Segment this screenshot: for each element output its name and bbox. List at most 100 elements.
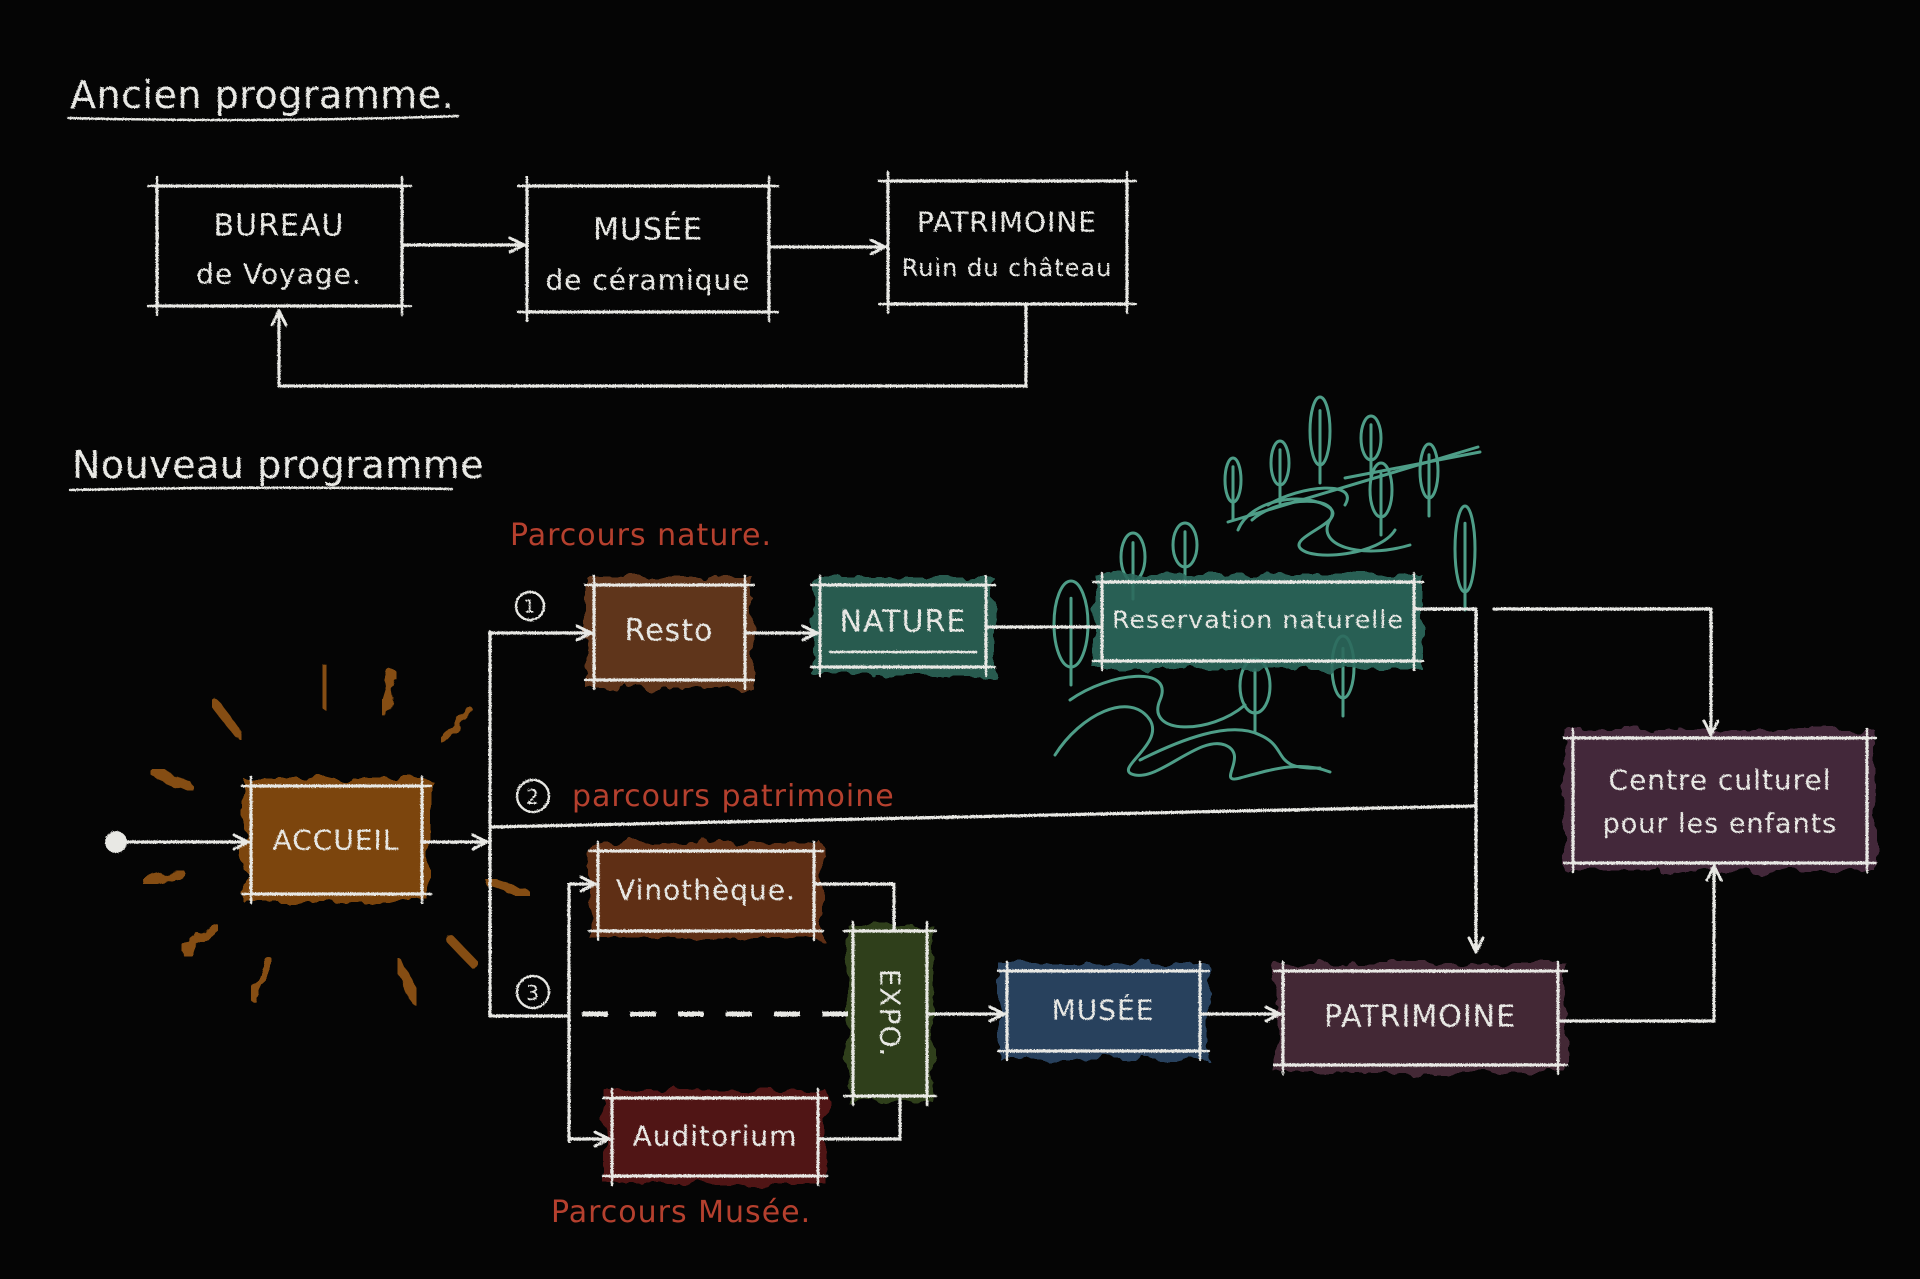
box-corner-overshoot (601, 1087, 829, 1187)
reservation-label: Reservation naturelle (1112, 606, 1404, 634)
tree (1368, 461, 1394, 537)
box-corner-overshoot (1272, 960, 1569, 1076)
accueil-ray (210, 699, 243, 739)
old-program-title: Ancien programme. (70, 73, 454, 117)
box-outline (592, 583, 747, 682)
old-musee-line1: MUSÉE (593, 212, 703, 248)
box-corner-overshoot (877, 170, 1138, 315)
box-corner-overshoot (842, 920, 938, 1107)
box-outline (249, 784, 424, 896)
box-outline (818, 583, 988, 669)
musee-box: MUSÉE (996, 960, 1211, 1062)
new-program-title-group: Nouveau programme (68, 443, 484, 492)
route-number-circle (515, 778, 551, 814)
musee-label: MUSÉE (1052, 993, 1155, 1027)
old-bureau-line2: de Voyage. (196, 258, 362, 291)
tree (1359, 414, 1383, 480)
nature-label: NATURE (840, 605, 967, 640)
terrain-contour-line (1138, 728, 1322, 770)
accueil-ray (248, 957, 274, 1002)
musee-fill (999, 963, 1208, 1059)
auditorium-fill (604, 1090, 826, 1184)
new-program-title: Nouveau programme (72, 443, 484, 487)
tree (1052, 579, 1090, 687)
expo-label: EXPO. (874, 969, 907, 1058)
tree (1418, 442, 1440, 518)
accueil-ray (140, 868, 187, 887)
start-point (105, 831, 127, 853)
old-bureau-de-voyage-box: BUREAU de Voyage. (146, 175, 413, 317)
accueil-ray (439, 706, 474, 745)
centre-label-line1: Centre culturel (1608, 764, 1831, 797)
box-outline (610, 1096, 820, 1178)
centre-fill (1565, 730, 1875, 871)
old-bureau-line1: BUREAU (214, 209, 345, 244)
tree (1269, 439, 1291, 505)
old-patrimoine-line2: Ruin du château (902, 254, 1113, 282)
box-fills (243, 574, 1875, 1184)
accueil-ray (180, 922, 219, 956)
tree (1308, 395, 1332, 485)
box-corner-overshoot (516, 175, 780, 323)
terrain-contour-line (1266, 486, 1349, 507)
accueil-ray (379, 670, 400, 716)
accueil-ray (484, 877, 530, 898)
vinotheque-fill (590, 843, 822, 939)
terrain-contour-line (1343, 450, 1482, 480)
old-patrimoine-box: PATRIMOINE Ruin du château (877, 170, 1138, 315)
patrimoine-box: PATRIMOINE (1272, 960, 1569, 1076)
terrain-contour-line (1053, 705, 1332, 781)
reservation-naturelle-box: Reservation naturelle (1091, 571, 1425, 672)
route-trunk-line (488, 630, 571, 1018)
box-corner-overshoot (240, 775, 433, 905)
box-corner-overshoot (583, 574, 756, 691)
accueil-label: ACCUEIL (273, 824, 400, 857)
patrimoine-fill (1275, 963, 1566, 1073)
accueil-box: ACCUEIL (240, 775, 433, 905)
arrow-reservation-to-patrimoine (1412, 607, 1485, 954)
tree (1238, 657, 1272, 733)
route-2-number: 2 (526, 785, 540, 809)
old-musee-ceramique-box: MUSÉE de céramique (516, 175, 780, 323)
box-outline (596, 849, 816, 933)
tree (1223, 456, 1243, 522)
auditorium-label: Auditorium (633, 1120, 798, 1153)
patrimoine-label: PATRIMOINE (1324, 1000, 1516, 1035)
resto-box: Resto (583, 574, 756, 691)
centre-culturel-box: Centre culturel pour les enfants (1562, 727, 1878, 874)
accueil-ray (395, 959, 419, 1004)
terrain-contour-line (1068, 674, 1247, 729)
nature-fill (812, 577, 994, 675)
terrain-contour-line (1250, 499, 1412, 553)
line-auditorium-to-expo (816, 1094, 902, 1141)
accueil-ray (150, 767, 195, 792)
box-outline (1281, 969, 1560, 1067)
box-corner-overshoot (996, 960, 1211, 1062)
new-program: Nouveau programme Parcours nature. parco… (68, 395, 1878, 1230)
arrow-reservation-to-centre (1492, 607, 1720, 737)
box-outline (525, 184, 771, 314)
box-corner-overshoot (587, 840, 825, 942)
new-program-chalk-lines: 1 2 3 ACCUEIL Resto NATURE (105, 571, 1878, 1187)
box-outline (1100, 580, 1416, 663)
accueil-ray (443, 932, 480, 969)
box-outline (1571, 736, 1869, 865)
accueil-ray (318, 662, 331, 710)
box-corner-overshoot (809, 574, 997, 678)
route-2-badge: 2 (515, 778, 551, 814)
box-corner-overshoot (1562, 727, 1878, 874)
line-vinotheque-to-expo (812, 882, 896, 933)
box-outline (851, 929, 929, 1098)
route-patrimoine-label: parcours patrimoine (572, 779, 895, 814)
nature-box: NATURE (809, 574, 997, 678)
box-corner-overshoot (1091, 571, 1425, 672)
expo-box: EXPO. (842, 920, 938, 1107)
route-musee-label: Parcours Musée. (551, 1195, 811, 1230)
old-patrimoine-line1: PATRIMOINE (917, 206, 1097, 239)
old-program-title-underline (66, 114, 460, 122)
box-outline (886, 179, 1129, 306)
route-3-number: 3 (526, 981, 540, 1005)
reservation-fill (1094, 574, 1422, 669)
resto-fill (586, 577, 753, 688)
